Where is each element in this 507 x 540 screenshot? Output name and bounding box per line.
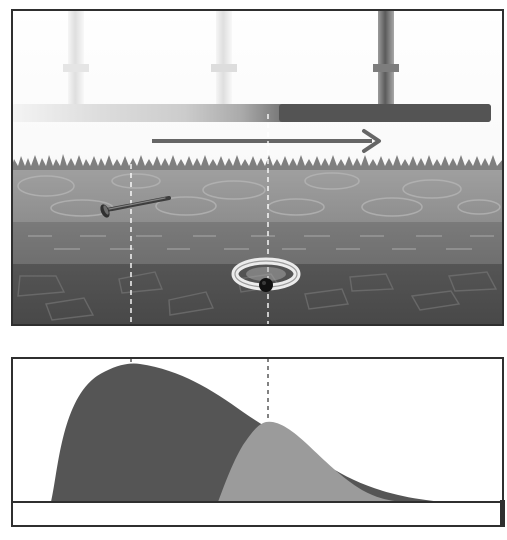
soil-top-ovals	[17, 172, 501, 217]
scene-content	[12, 10, 503, 325]
soil-middle-dashes	[28, 235, 494, 250]
ring-icon	[231, 257, 301, 292]
signal-end-cap	[500, 500, 505, 527]
detector-shaft-ghost-2	[216, 10, 232, 106]
soil-bottom-rocks	[17, 271, 498, 321]
detector-shaft-current	[378, 10, 394, 106]
detector-coil-current	[279, 104, 491, 122]
signal-panel	[11, 357, 505, 527]
soil-layer-middle	[12, 222, 503, 264]
detector-shaft-collar-1	[63, 64, 89, 72]
sweep-direction-arrowhead	[362, 129, 381, 153]
detector-shaft-ghost-1	[68, 10, 84, 106]
small-ring-signal	[218, 421, 411, 502]
detector-shaft-collar-current	[373, 64, 399, 72]
grass-strip	[12, 154, 503, 170]
scene-panel	[11, 9, 504, 326]
detector-shaft-collar-2	[211, 64, 237, 72]
scene-frame	[11, 9, 504, 326]
nail-icon	[100, 196, 171, 218]
